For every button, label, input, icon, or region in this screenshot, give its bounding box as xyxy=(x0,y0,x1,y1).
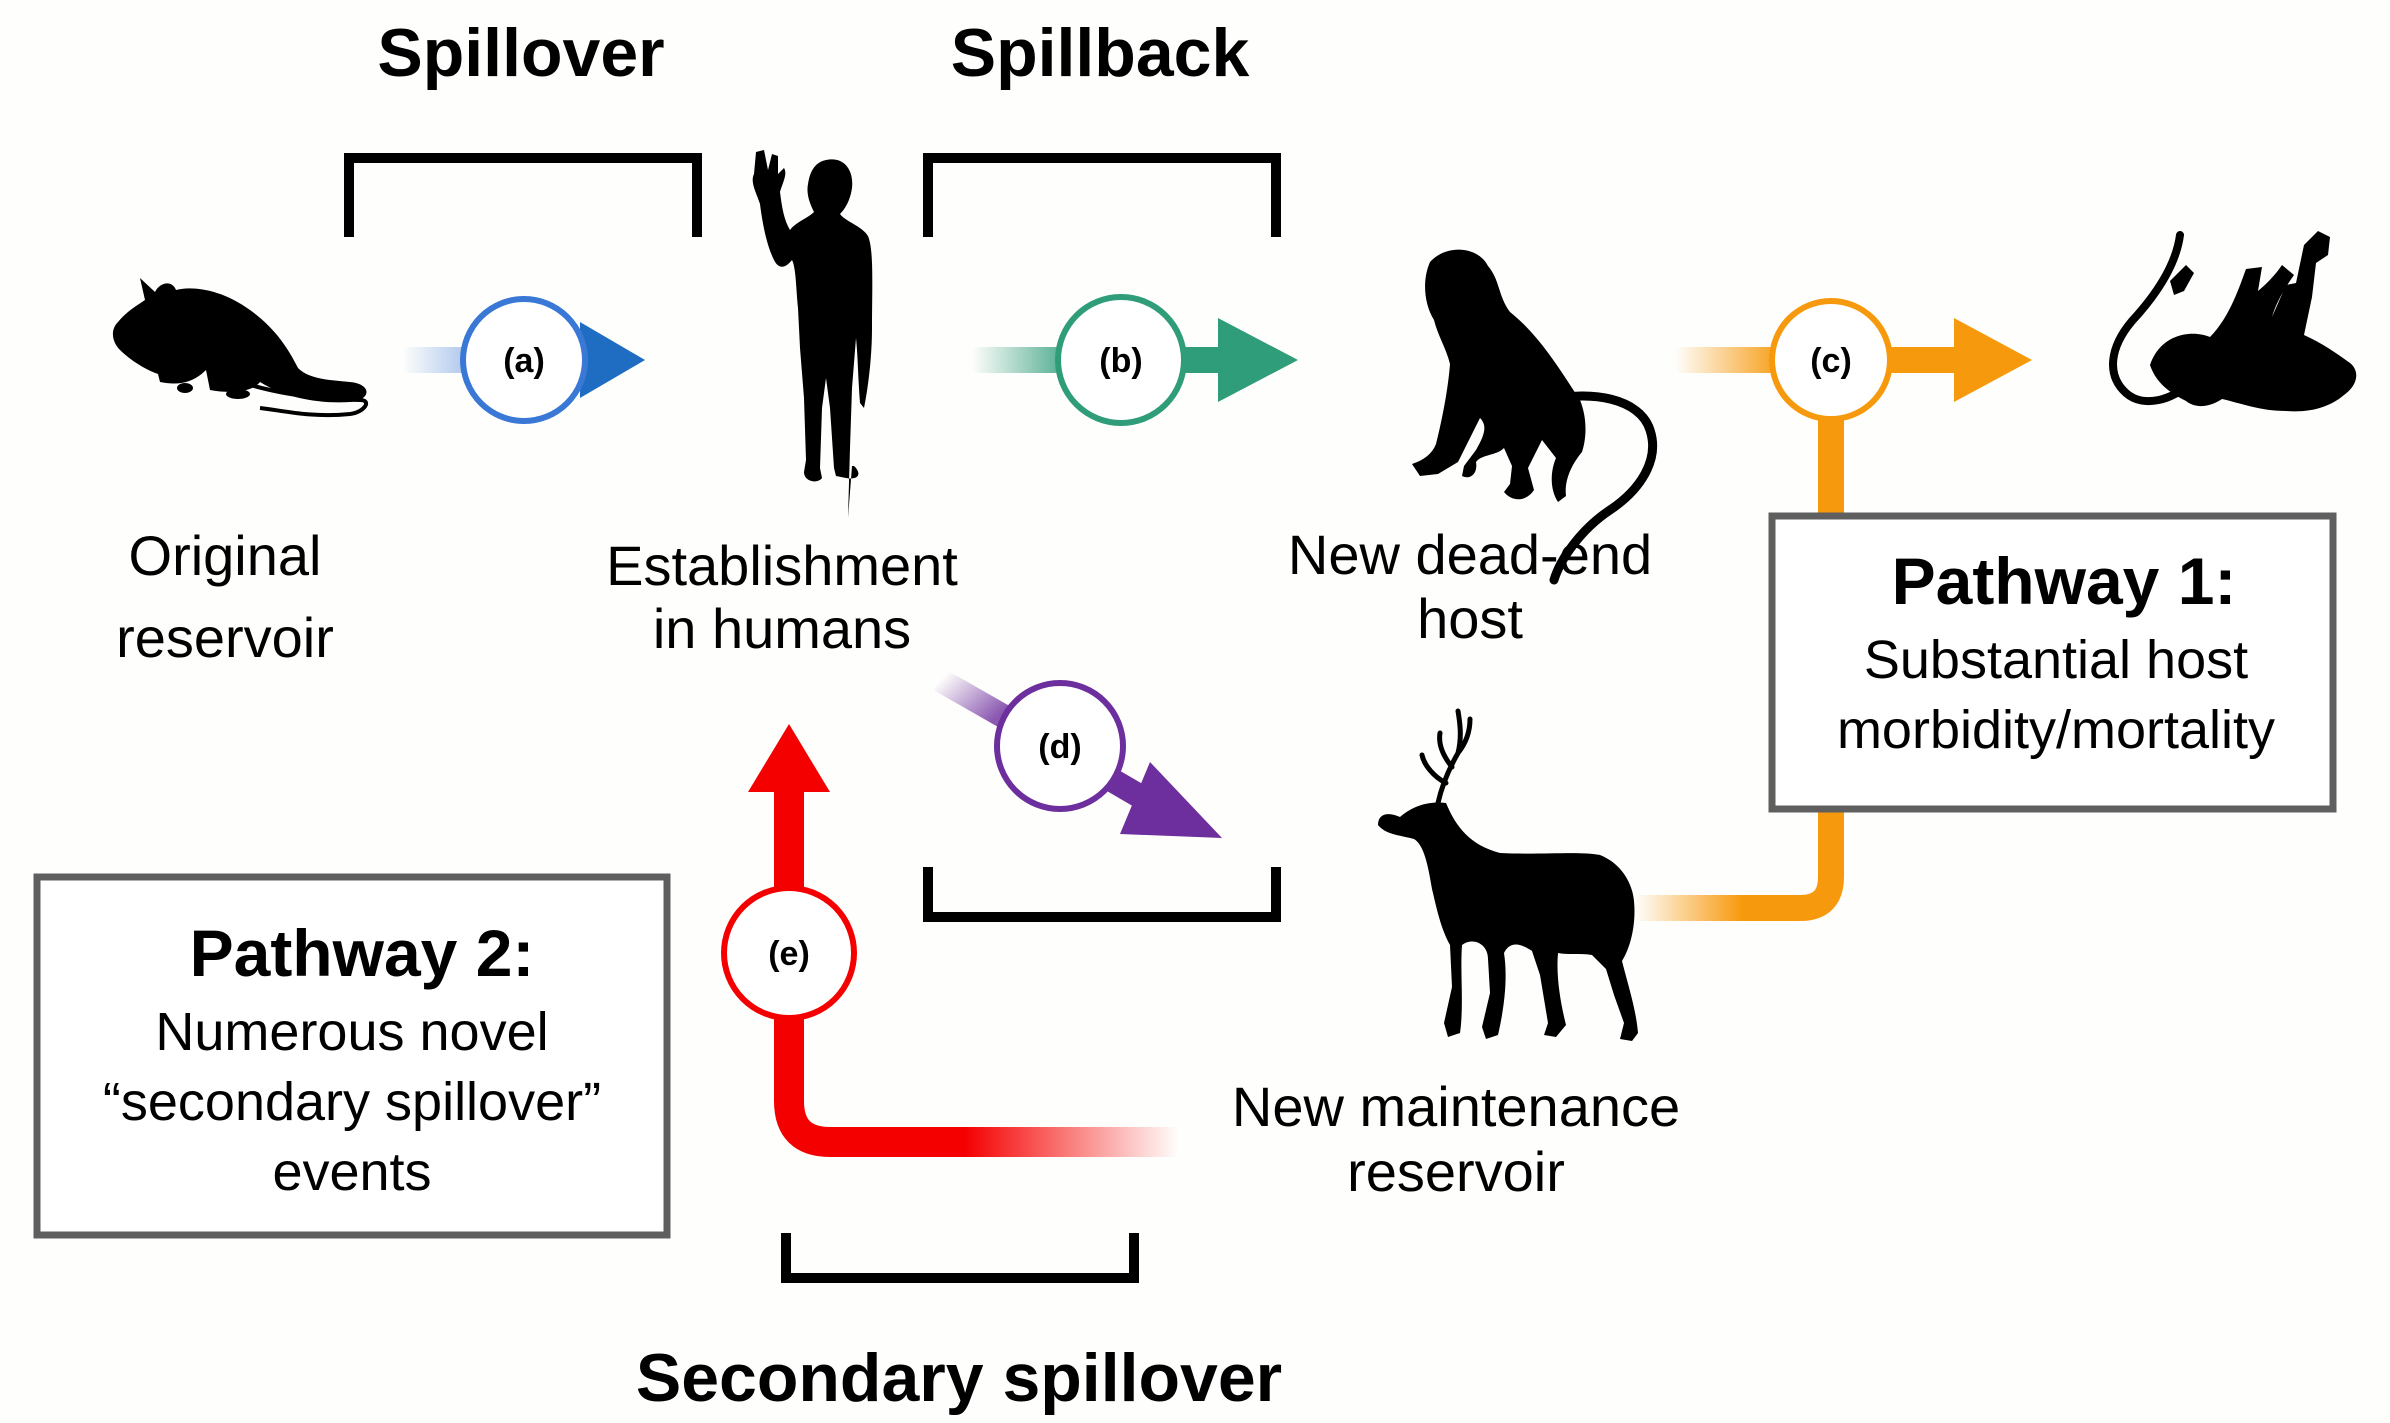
humans-label: Establishment in humans xyxy=(606,534,958,660)
arrow-d-head xyxy=(1120,762,1222,838)
dead-monkey-icon xyxy=(2109,231,2357,412)
transition-b: (b) xyxy=(972,294,1298,426)
transition-e: (e) xyxy=(721,724,1178,1157)
spillover-header: Spillover xyxy=(377,15,664,91)
transition-d: (d) xyxy=(934,669,1222,838)
mouse-icon xyxy=(112,278,369,418)
transition-c: (c) xyxy=(1635,298,2032,921)
pathway-2-box: Pathway 2: Numerous novel “secondary spi… xyxy=(33,873,671,1239)
node-b-label: (b) xyxy=(1099,342,1142,380)
svg-text:Original: Original xyxy=(129,524,322,587)
node-b xyxy=(1055,294,1187,426)
arrow-e-shaft-out xyxy=(774,790,804,900)
maintenance-reservoir-label: New maintenance reservoir xyxy=(1232,1075,1680,1203)
dead-end-host-label: New dead-end host xyxy=(1288,523,1652,650)
node-a xyxy=(460,296,588,424)
arrow-c-connector-down xyxy=(1635,809,1844,921)
pathway-2-line-3: events xyxy=(272,1142,431,1202)
svg-text:host: host xyxy=(1417,587,1523,650)
node-c-label: (c) xyxy=(1810,342,1852,380)
svg-text:reservoir: reservoir xyxy=(1347,1140,1565,1203)
spillover-bracket xyxy=(344,153,702,237)
pathway-1-line-1: Substantial host xyxy=(1864,630,2248,690)
svg-text:Establishment: Establishment xyxy=(606,534,958,597)
svg-text:reservoir: reservoir xyxy=(116,606,334,669)
pathway-1-frame xyxy=(1768,512,2337,813)
deer-icon xyxy=(1378,708,1638,1041)
node-d xyxy=(994,680,1126,812)
pathway-1-title: Pathway 1: xyxy=(1892,544,2237,618)
transition-a: (a) xyxy=(402,296,645,424)
node-e xyxy=(721,885,857,1021)
svg-text:in humans: in humans xyxy=(653,597,911,660)
human-icon xyxy=(752,150,873,518)
original-reservoir-label: Original reservoir xyxy=(116,524,334,669)
pathway-2-line-2: “secondary spillover” xyxy=(103,1072,601,1132)
arrow-b-shaft-in xyxy=(972,347,1062,373)
arrow-c-shaft-in xyxy=(1675,347,1775,373)
arrow-e-head xyxy=(748,724,830,792)
pathway-1-box: Pathway 1: Substantial host morbidity/mo… xyxy=(1768,512,2337,813)
node-d-label: (d) xyxy=(1038,728,1081,766)
arrow-d-shaft-in xyxy=(934,669,1016,731)
pathway-1-line-2: morbidity/mortality xyxy=(1837,700,2275,760)
arrow-c-head xyxy=(1954,318,2032,402)
svg-text:New maintenance: New maintenance xyxy=(1232,1075,1680,1138)
pathway-2-title: Pathway 2: xyxy=(190,916,535,990)
svg-text:New dead-end: New dead-end xyxy=(1288,523,1652,586)
spillback-bracket xyxy=(923,153,1281,237)
secondary-spillover-bracket xyxy=(781,1233,1139,1283)
node-a-label: (a) xyxy=(503,342,545,380)
node-e-label: (e) xyxy=(768,935,810,973)
maintenance-bracket xyxy=(923,867,1281,922)
arrow-a-head xyxy=(580,322,645,398)
arrow-c-connector-up xyxy=(1818,418,1844,518)
pathway-2-frame xyxy=(33,873,671,1239)
arrow-e-shaft-in xyxy=(774,1010,1178,1157)
pathway-2-line-1: Numerous novel xyxy=(155,1002,548,1062)
arrow-c-shaft-out xyxy=(1888,347,1958,373)
secondary-spillover-header: Secondary spillover xyxy=(636,1340,1282,1416)
node-c xyxy=(1769,298,1893,422)
spillback-header: Spillback xyxy=(951,15,1250,91)
monkey-icon xyxy=(1412,249,1658,585)
arrow-b-head xyxy=(1218,318,1298,402)
